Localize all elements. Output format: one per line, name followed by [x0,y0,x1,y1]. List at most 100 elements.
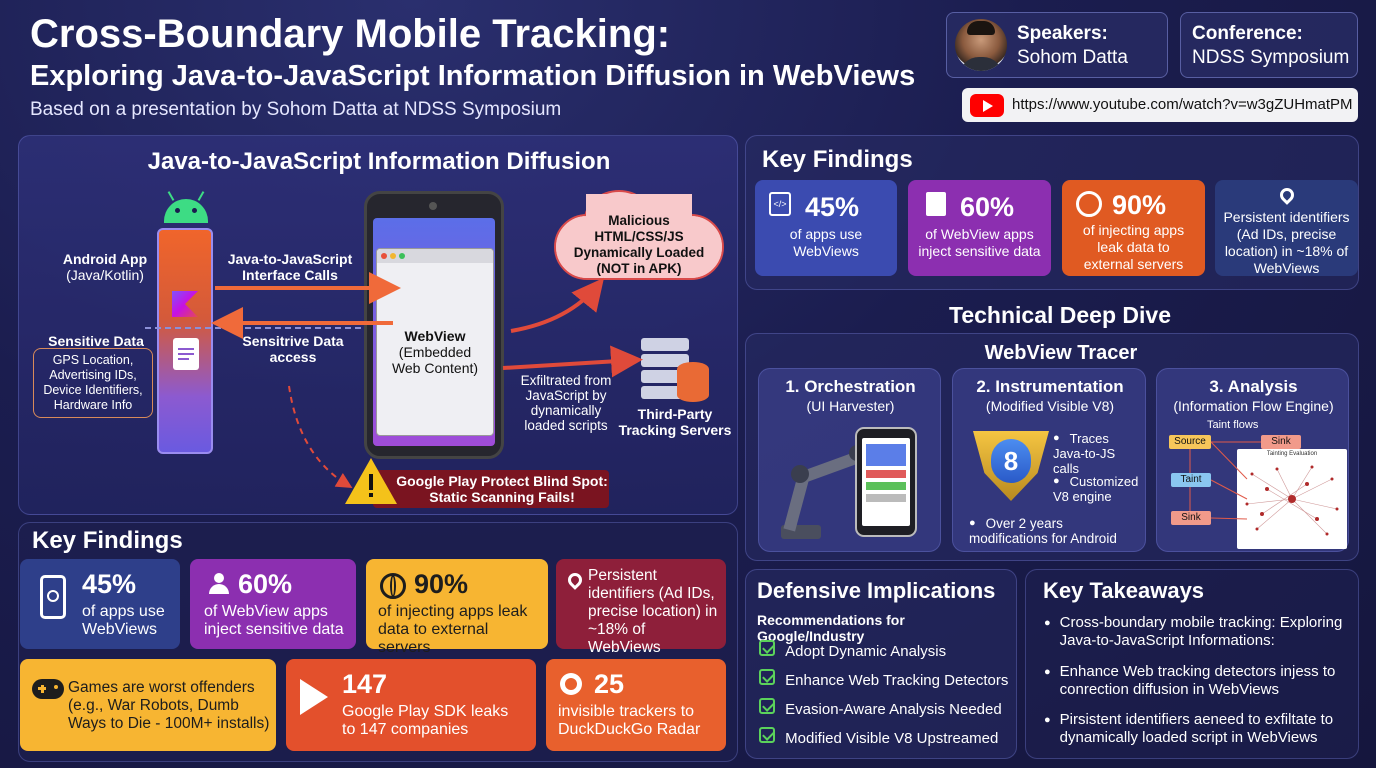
takeaways-title: Key Takeaways [1043,578,1205,603]
finding-card: 45% of apps use WebViews [20,559,180,649]
finding-text: of apps use WebViews [789,226,863,259]
finding-card: Persistent identifiers (Ad IDs, precise … [556,559,726,656]
gamepad-icon [32,679,64,699]
finding-card-sdk: 147 Google Play SDK leaks to 147 compani… [286,659,536,751]
finding-text: of apps use WebViews [82,603,165,638]
conference-name: NDSS Symposium [1192,47,1350,68]
arrow-blind-spot [288,385,353,489]
finding-card: </> 45% of apps use WebViews [755,180,897,276]
server-icon [641,338,711,404]
sensitive-access-label-2: access [269,349,317,365]
sensitive-access-label: Sensitrive Data [242,333,344,349]
boundary-line [145,327,371,329]
check-icon [759,727,775,743]
phone-icon [855,427,917,537]
sensitive-item: Device Identifiers, [43,383,143,397]
check-icon [759,640,775,656]
takeaway-item: ●Cross-boundary mobile tracking: Explori… [1044,614,1343,649]
finding-text: Games are worst offenders (e.g., War Rob… [68,679,270,732]
check-icon [759,669,775,685]
smartphone-icon [40,575,66,619]
finding-text: invisible trackers to DuckDuckGo Radar [558,703,701,738]
deep-dive-title: Technical Deep Dive [949,302,1171,328]
graph-title: Tainting Evaluation [1266,451,1318,457]
conference-label: Conference: [1192,23,1303,44]
finding-card: 90% of injecting apps leak data to exter… [366,559,548,656]
defensive-title: Defensive Implications [757,578,996,603]
robot-arm-icon [777,431,867,543]
tainting-graph: Tainting Evaluation [1237,449,1347,549]
exfil-line-2: JavaScript by [525,388,607,403]
step1-sub: (UI Harvester) [806,398,895,414]
finding-text: of WebView apps inject sensitive data [918,226,1041,259]
webview-sub-1: (Embedded [398,344,472,360]
flow-sink: Sink [1261,435,1301,449]
page-title: Cross-Boundary Mobile Tracking: [30,12,671,56]
sensitive-data-title: Sensitive Data [48,333,144,349]
finding-value: 60% [238,569,293,599]
diagram-panel: Java-to-JavaScript Information Diffusion… [18,135,738,515]
code-icon: </> [769,192,791,216]
location-pin-icon [1277,185,1297,205]
finding-value: 90% [1112,190,1167,220]
exfil-line-1: Exfiltrated from [520,373,612,388]
servers-label: Third-Party [637,406,713,422]
takeaway-item: ●Enhance Web tracking detectors injess t… [1044,663,1336,698]
key-findings-bottom-title: Key Findings [32,527,183,554]
conference-card: Conference: NDSS Symposium [1180,12,1358,78]
step3-title: 3. Analysis [1209,377,1298,396]
speakers-name: Sohom Datta [1017,47,1128,68]
diagram-arrows [211,272,643,489]
flow-source: Source [1169,435,1211,449]
finding-text: Persistent identifiers (Ad IDs, precise … [1223,209,1350,276]
based-on-text: Based on a presentation by Sohom Datta a… [30,99,562,120]
cloud-line-3: Dynamically Loaded [573,245,705,260]
arrow-exfiltrate [502,345,643,378]
step-instrumentation: 2. Instrumentation (Modified Visible V8)… [952,368,1146,552]
defensive-panel: Defensive Implications Recommendations f… [745,569,1017,759]
flow-taint: Taint [1171,473,1211,487]
finding-text: of injecting apps leak data to external … [1082,222,1185,272]
step-orchestration: 1. Orchestration (UI Harvester) [758,368,941,552]
step1-title: 1. Orchestration [785,377,916,396]
android-app-label: Android App [62,251,148,267]
webview-tracer-title: WebView Tracer [984,342,1138,364]
warning-banner [373,470,609,508]
cloud-line-2: HTML/CSS/JS [594,229,684,244]
defensive-item: Modified Visible V8 Upstreamed [759,727,998,747]
location-pin-icon [565,570,585,590]
diagram-title: Java-to-JavaScript Information Diffusion [147,148,611,175]
speakers-card: Speakers: Sohom Datta [946,12,1168,78]
key-findings-top-title: Key Findings [762,146,913,173]
cloud-line-4: (NOT in APK) [596,261,682,276]
step-analysis: 3. Analysis (Information Flow Engine) Ta… [1156,368,1349,552]
check-icon [759,698,775,714]
avatar [955,19,1007,71]
finding-card: 90% of injecting apps leak data to exter… [1062,180,1205,276]
warning-line-1: Google Play Protect Blind Spot: [396,473,608,489]
exfil-line-4: loaded scripts [524,418,608,433]
globe-icon [1076,191,1102,217]
malicious-cloud [554,184,724,284]
takeaways-panel: Key Takeaways ●Cross-boundary mobile tra… [1025,569,1359,759]
finding-card: Persistent identifiers (Ad IDs, precise … [1215,180,1358,276]
finding-text: of injecting apps leak data to external … [378,603,528,656]
finding-card: 60% of WebView apps inject sensitive dat… [190,559,356,649]
sensitive-data-list: GPS Location, Advertising IDs, Device Id… [33,348,153,418]
youtube-link[interactable]: https://www.youtube.com/watch?v=w3gZUHma… [962,88,1358,122]
duckduckgo-icon [560,673,582,695]
step2-title: 2. Instrumentation [976,377,1124,396]
document-icon [926,192,946,216]
cloud-line-1: Malicious [608,213,670,228]
warning-line-2: Static Scanning Fails! [429,489,575,505]
step2-bullet: Traces Java-to-JS calls [1053,431,1143,476]
servers-label-2: Tracking Servers [618,422,732,438]
arrow-to-cloud [510,277,605,333]
finding-card-trackers: 25 invisible trackers to DuckDuckGo Rada… [546,659,726,751]
finding-value: 25 [594,669,625,699]
play-store-icon [300,679,328,715]
sensitive-item: GPS Location, [52,353,134,367]
finding-value: 60% [960,192,1015,222]
sensitive-item: Advertising IDs, [49,368,137,382]
user-gear-icon [208,573,230,595]
